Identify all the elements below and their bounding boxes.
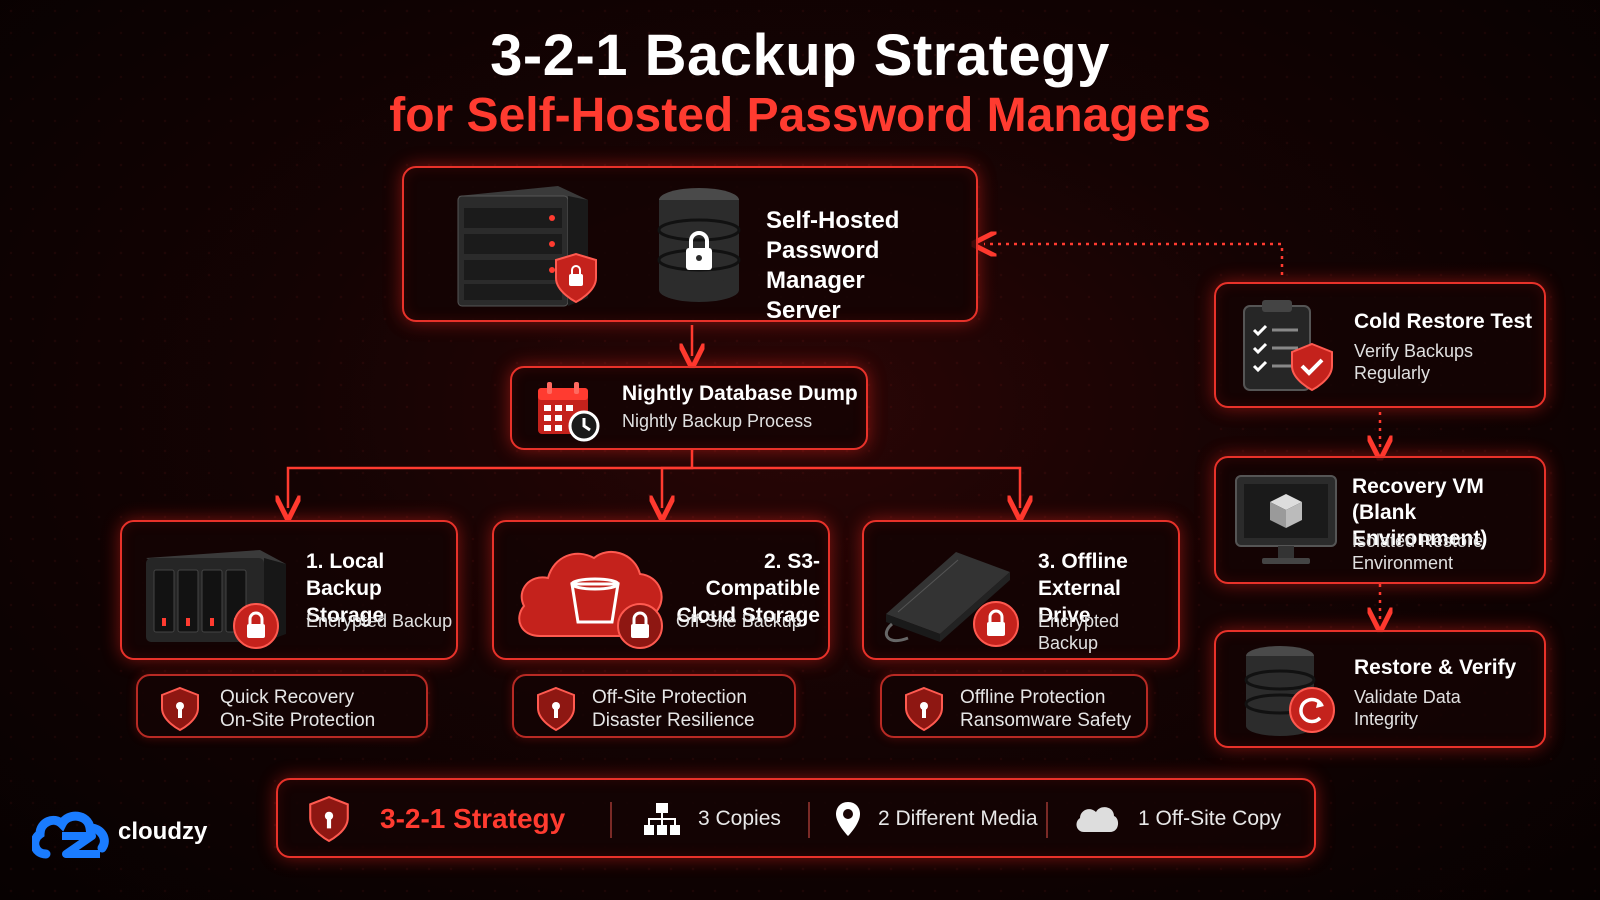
cloud-title-line1: 2. S3-Compatible (705, 550, 820, 600)
offsite-label: 1 Off-Site Copy (1138, 807, 1282, 830)
drive-note-box: Offline Protection Ransomware Safety (880, 674, 1148, 738)
page-title: 3-2-1 Backup Strategy (490, 23, 1110, 88)
server-label-line3: Server (766, 297, 841, 324)
page-subtitle: for Self-Hosted Password Managers (389, 89, 1211, 142)
local-note-line2: On-Site Protection (220, 710, 376, 731)
clipboard-check-icon (1240, 296, 1340, 396)
shield-icon (904, 686, 944, 732)
database-lock-icon (654, 186, 744, 306)
drive-title-line2: External Drive (1038, 577, 1121, 627)
restore-verify-sub-line2: Integrity (1354, 709, 1419, 729)
external-drive-icon (878, 538, 1038, 650)
cold-restore-title: Cold Restore Test (1354, 310, 1533, 333)
cloud-note-line1: Off-Site Protection (592, 687, 747, 708)
drive-note-line2: Ransomware Safety (960, 710, 1132, 731)
cloudzy-logo-icon (32, 810, 112, 860)
divider (610, 802, 612, 838)
monitor-cube-icon (1234, 474, 1338, 570)
server-box: Self-Hosted Password Manager Server (402, 166, 978, 324)
cloud-bucket-icon (510, 540, 670, 652)
recovery-vm-box: Recovery VM (Blank Environment) Isolated… (1214, 456, 1546, 584)
local-subtitle: Encrypted Backup (306, 611, 453, 631)
local-title-line2: Backup Storage (306, 577, 385, 627)
cloud-note-line2: Disaster Resilience (592, 710, 755, 731)
recovery-vm-title-line2: (Blank Environment) (1352, 501, 1488, 550)
strategy-label: 3-2-1 Strategy (380, 803, 566, 834)
local-note-line1: Quick Recovery (220, 687, 355, 708)
divider (808, 802, 810, 838)
cloud-note-box: Off-Site Protection Disaster Resilience (512, 674, 796, 738)
server-label-line1: Self-Hosted (766, 207, 900, 234)
recovery-vm-title-line1: Recovery VM (1352, 475, 1484, 498)
restore-verify-title: Restore & Verify (1354, 656, 1517, 679)
summary-bar: 3-2-1 Strategy 3 Copies 2 Different Medi… (276, 778, 1316, 858)
dump-subtitle: Nightly Backup Process (622, 411, 813, 431)
network-nodes-icon (642, 801, 682, 837)
nas-storage-icon (140, 536, 300, 651)
copies-label: 3 Copies (698, 807, 781, 830)
offline-drive-box: 3. Offline External Drive Encrypted Back… (862, 520, 1180, 660)
recovery-vm-sub-line2: Environment (1352, 553, 1454, 573)
cloud-backup-box: 2. S3-Compatible Cloud Storage Off-Site … (492, 520, 830, 660)
cold-restore-sub-line1: Verify Backups (1354, 341, 1474, 361)
local-note-box: Quick Recovery On-Site Protection (136, 674, 428, 738)
restore-verify-box: Restore & Verify Validate Data Integrity (1214, 630, 1546, 748)
server-rack-icon (448, 178, 608, 313)
location-pin-icon (834, 800, 862, 838)
drive-title-line1: 3. Offline (1038, 550, 1128, 573)
drive-note-line1: Offline Protection (960, 687, 1106, 708)
server-label-line2: Password Manager (766, 237, 880, 294)
cloud-icon (1074, 804, 1120, 834)
brand-name: cloudzy (118, 818, 208, 845)
cold-restore-box: Cold Restore Test Verify Backups Regular… (1214, 282, 1546, 408)
cloud-title-line2: Cloud Storage (676, 604, 820, 627)
local-title-line1: 1. Local (306, 550, 385, 573)
database-restore-icon (1242, 644, 1342, 740)
shield-icon (308, 795, 350, 843)
shield-icon (160, 686, 200, 732)
dump-title: Nightly Database Dump (622, 382, 858, 405)
divider (1046, 802, 1048, 838)
cold-restore-sub-line2: Regularly (1354, 363, 1431, 383)
calendar-clock-icon (536, 380, 600, 442)
cloud-subtitle: Off-Site Backup (676, 611, 802, 631)
restore-verify-sub-line1: Validate Data (1354, 687, 1461, 707)
shield-icon (536, 686, 576, 732)
recovery-vm-sub-line1: Isolated Restore (1352, 531, 1484, 551)
local-backup-box: 1. Local Backup Storage Encrypted Backup (120, 520, 458, 660)
nightly-dump-box: Nightly Database Dump Nightly Backup Pro… (510, 366, 868, 450)
drive-subtitle: Encrypted Backup (1038, 611, 1120, 653)
media-label: 2 Different Media (878, 807, 1038, 830)
